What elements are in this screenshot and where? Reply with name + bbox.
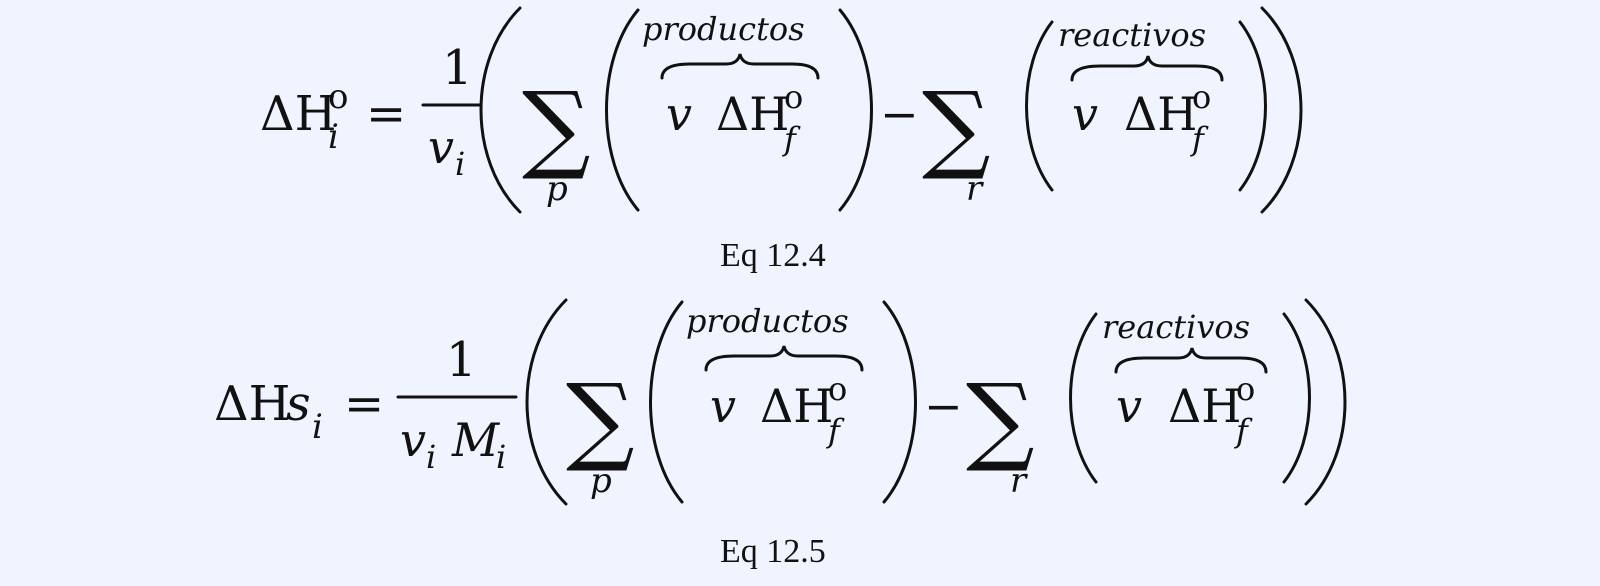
- lhs-subscript-i: i: [328, 117, 339, 157]
- fraction-denominator-sub-i: i: [426, 438, 436, 476]
- lhs-s: s: [286, 376, 311, 432]
- sum-index-p: p: [546, 169, 568, 209]
- brace-label-reactivos: reactivos: [1058, 16, 1206, 54]
- fraction-denominator-v: v: [428, 120, 454, 174]
- brace-label-productos: productos: [642, 10, 805, 48]
- inner-left-paren-products: [649, 300, 684, 504]
- equation-12-4: ΔH o i = 1 v i ∑ p productos v ΔH o f − …: [260, 6, 1303, 274]
- lhs-delta-h: ΔH: [214, 376, 291, 432]
- fraction-denominator-m: M: [451, 413, 501, 467]
- outer-right-paren: [1260, 6, 1303, 214]
- term-products-delta-h: ΔH: [760, 379, 833, 433]
- outer-left-paren: [479, 6, 522, 214]
- fraction-denominator-sub-i-2: i: [496, 438, 506, 476]
- sum-symbol-p: ∑: [566, 363, 635, 475]
- inner-right-paren-products: [838, 8, 873, 212]
- sum-index-p: p: [590, 461, 612, 501]
- minus-sign: −: [880, 87, 919, 141]
- overbrace-reactants: [1070, 55, 1224, 82]
- equation-12-5: ΔH s i = 1 v i M i ∑ p productos v ΔH o …: [214, 298, 1347, 570]
- term-reactants-sub-f: f: [1190, 120, 1209, 158]
- term-products-sup-o: o: [784, 78, 803, 116]
- sum-index-r: r: [966, 169, 984, 209]
- brace-label-productos: productos: [686, 302, 849, 340]
- lhs-subscript-i: i: [312, 407, 323, 447]
- sum-symbol-p: ∑: [522, 71, 591, 183]
- term-reactants-sup-o: o: [1192, 78, 1211, 116]
- overbrace-reactants: [1114, 347, 1268, 374]
- overbrace-products: [660, 53, 820, 80]
- caption-eq-12-5: Eq 12.5: [720, 533, 826, 570]
- equals-sign: =: [366, 86, 406, 142]
- term-reactants-v: v: [1116, 379, 1142, 433]
- inner-right-paren-products: [882, 300, 917, 504]
- overbrace-products: [704, 345, 864, 372]
- fraction-numerator: 1: [446, 332, 477, 388]
- term-reactants-delta-h: ΔH: [1124, 87, 1197, 141]
- term-reactants-delta-h: ΔH: [1168, 379, 1241, 433]
- minus-sign: −: [924, 379, 963, 433]
- inner-left-paren-products: [605, 8, 640, 212]
- lhs-superscript-o: o: [328, 77, 348, 117]
- outer-left-paren: [525, 298, 568, 506]
- fraction-denominator-sub-i: i: [455, 145, 465, 183]
- caption-eq-12-4: Eq 12.4: [720, 237, 826, 274]
- term-products-v: v: [666, 87, 692, 141]
- inner-left-paren-reactants: [1069, 312, 1098, 484]
- term-reactants-sub-f: f: [1234, 412, 1253, 450]
- fraction-denominator-v: v: [400, 413, 426, 467]
- fraction-numerator: 1: [442, 40, 473, 96]
- inner-right-paren-reactants: [1238, 20, 1267, 192]
- term-products-delta-h: ΔH: [716, 87, 789, 141]
- equals-sign: =: [344, 376, 384, 432]
- term-products-sub-f: f: [782, 120, 801, 158]
- term-products-sup-o: o: [828, 370, 847, 408]
- sum-index-r: r: [1010, 461, 1028, 501]
- inner-left-paren-reactants: [1025, 20, 1054, 192]
- sum-symbol-r: ∑: [922, 71, 991, 183]
- term-reactants-sup-o: o: [1236, 370, 1255, 408]
- inner-right-paren-reactants: [1282, 312, 1311, 484]
- term-products-sub-f: f: [826, 412, 845, 450]
- lhs-delta-h: ΔH: [260, 86, 337, 142]
- term-reactants-v: v: [1072, 87, 1098, 141]
- outer-right-paren: [1304, 298, 1347, 506]
- sum-symbol-r: ∑: [966, 363, 1035, 475]
- term-products-v: v: [710, 379, 736, 433]
- brace-label-reactivos: reactivos: [1102, 308, 1250, 346]
